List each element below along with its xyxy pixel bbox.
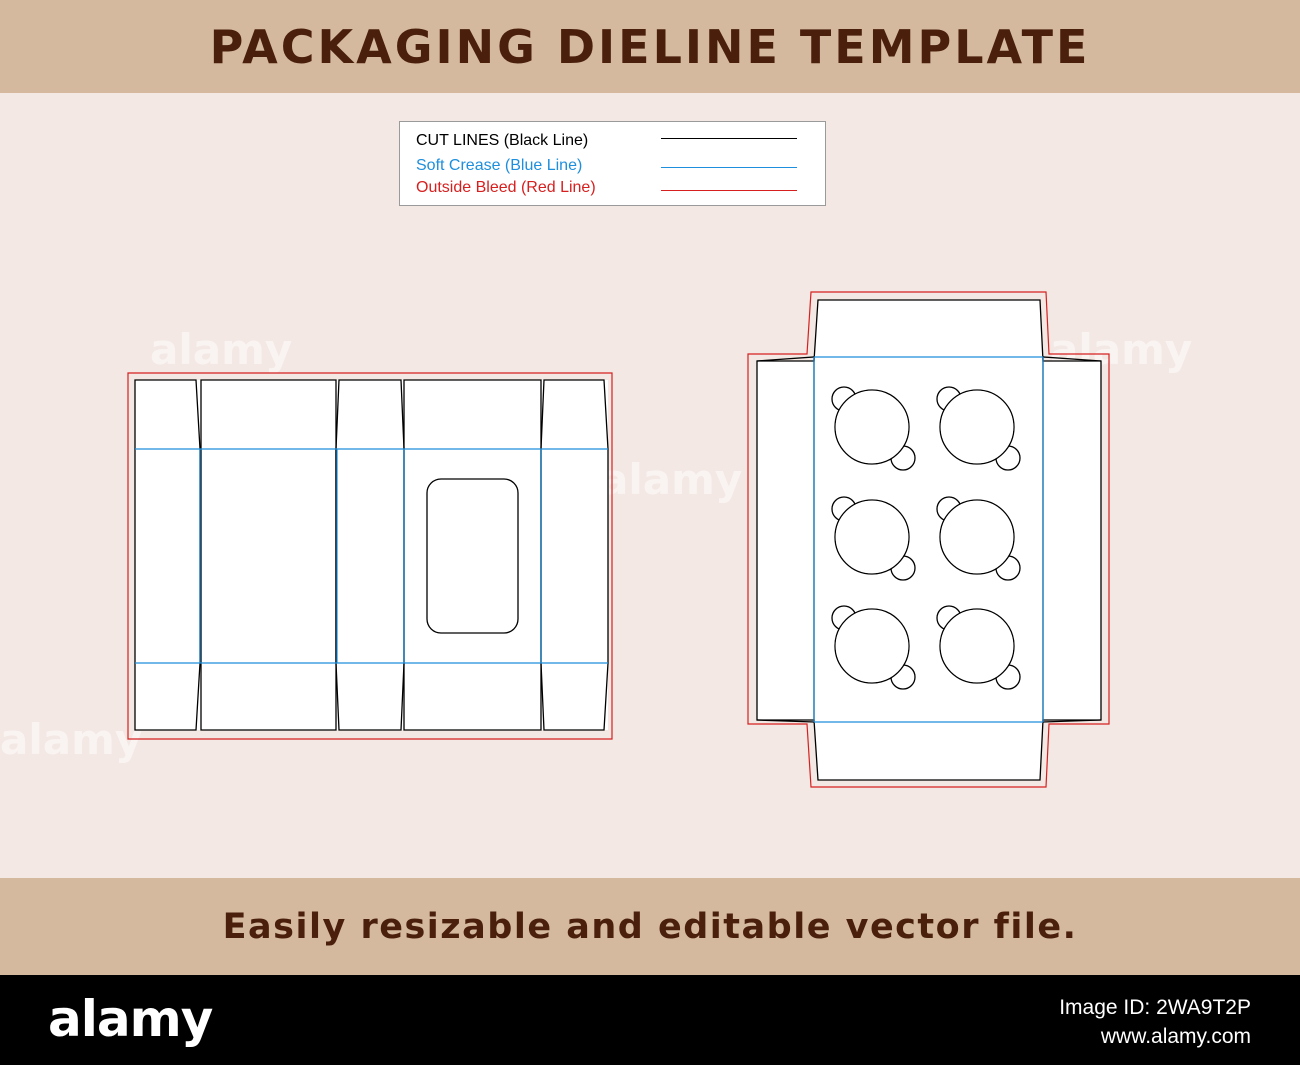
tray-dieline bbox=[747, 291, 1110, 788]
legend-crease-swatch bbox=[661, 167, 797, 168]
box-panel-front bbox=[200, 379, 337, 731]
box-window-cutout bbox=[426, 478, 519, 634]
box-panel-side bbox=[335, 379, 405, 731]
title-banner: PACKAGING DIELINE TEMPLATE bbox=[0, 0, 1300, 93]
legend-bleed-swatch bbox=[661, 190, 797, 191]
cupcake-hole bbox=[936, 605, 1021, 690]
branding-bar bbox=[0, 975, 1300, 1065]
legend-cut-label: CUT LINES (Black Line) bbox=[416, 132, 589, 149]
legend-cut-swatch bbox=[661, 138, 797, 139]
box-dieline bbox=[127, 372, 613, 740]
legend-box: CUT LINES (Black Line) Soft Crease (Blue… bbox=[399, 121, 826, 206]
page-title: PACKAGING DIELINE TEMPLATE bbox=[209, 19, 1091, 74]
cupcake-hole bbox=[936, 496, 1021, 581]
cupcake-hole bbox=[831, 605, 916, 690]
cupcake-hole bbox=[831, 386, 916, 471]
alamy-logo: alamy bbox=[48, 990, 213, 1048]
box-fill bbox=[135, 380, 608, 730]
cupcake-holes bbox=[831, 386, 1021, 690]
site-url-text: www.alamy.com bbox=[1100, 1025, 1251, 1048]
image-id-text: Image ID: 2WA9T2P bbox=[1059, 996, 1251, 1019]
cupcake-hole bbox=[936, 386, 1021, 471]
box-bleed-outline bbox=[127, 372, 613, 740]
footer-banner: Easily resizable and editable vector fil… bbox=[0, 878, 1300, 975]
tray-outline bbox=[756, 299, 1102, 781]
legend-bleed-label: Outside Bleed (Red Line) bbox=[416, 179, 596, 196]
cupcake-hole bbox=[831, 496, 916, 581]
footer-text: Easily resizable and editable vector fil… bbox=[222, 906, 1078, 947]
tray-bleed-outline bbox=[747, 291, 1110, 788]
legend-crease-label: Soft Crease (Blue Line) bbox=[416, 157, 583, 174]
